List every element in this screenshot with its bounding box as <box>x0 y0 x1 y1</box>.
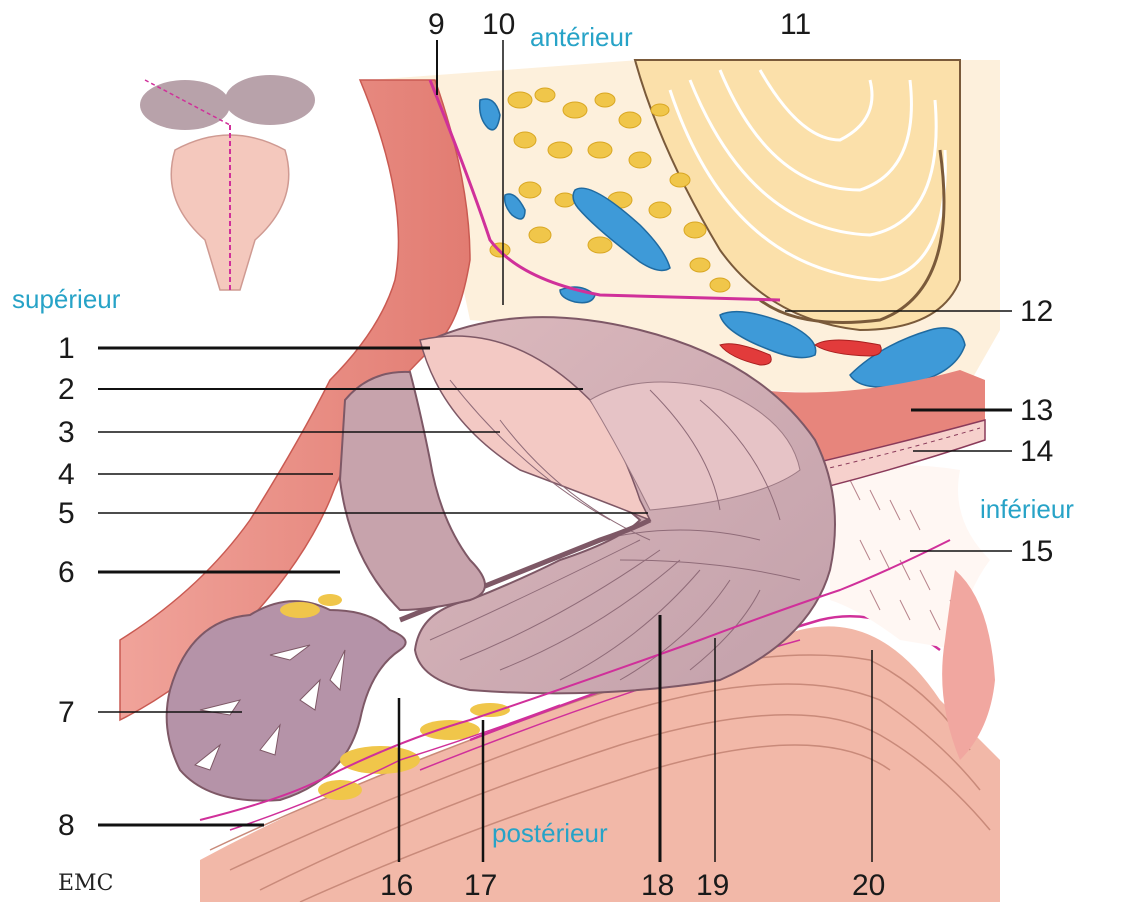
label-12: 12 <box>1020 295 1053 328</box>
label-17: 17 <box>464 869 497 902</box>
label-5: 5 <box>58 497 75 530</box>
inset-orientation-diagram <box>140 75 315 290</box>
label-14: 14 <box>1020 435 1053 468</box>
emc-logo: EMC <box>58 871 113 896</box>
label-3: 3 <box>58 416 75 449</box>
label-20: 20 <box>852 869 885 902</box>
label-11: 11 <box>780 8 811 41</box>
label-7: 7 <box>58 696 75 729</box>
direction-superior: supérieur <box>12 284 121 314</box>
label-4: 4 <box>58 458 75 491</box>
label-9: 9 <box>428 8 445 41</box>
label-15: 15 <box>1020 535 1053 568</box>
label-1: 1 <box>58 332 75 365</box>
label-18: 18 <box>641 869 674 902</box>
label-8: 8 <box>58 809 75 842</box>
direction-anterior: antérieur <box>530 22 633 52</box>
direction-posterior: postérieur <box>492 818 608 848</box>
direction-inferior: inférieur <box>980 494 1074 524</box>
label-6: 6 <box>58 556 75 589</box>
label-2: 2 <box>58 373 75 406</box>
label-16: 16 <box>380 869 413 902</box>
label-19: 19 <box>696 869 729 902</box>
label-10: 10 <box>482 8 515 41</box>
label-13: 13 <box>1020 394 1053 427</box>
